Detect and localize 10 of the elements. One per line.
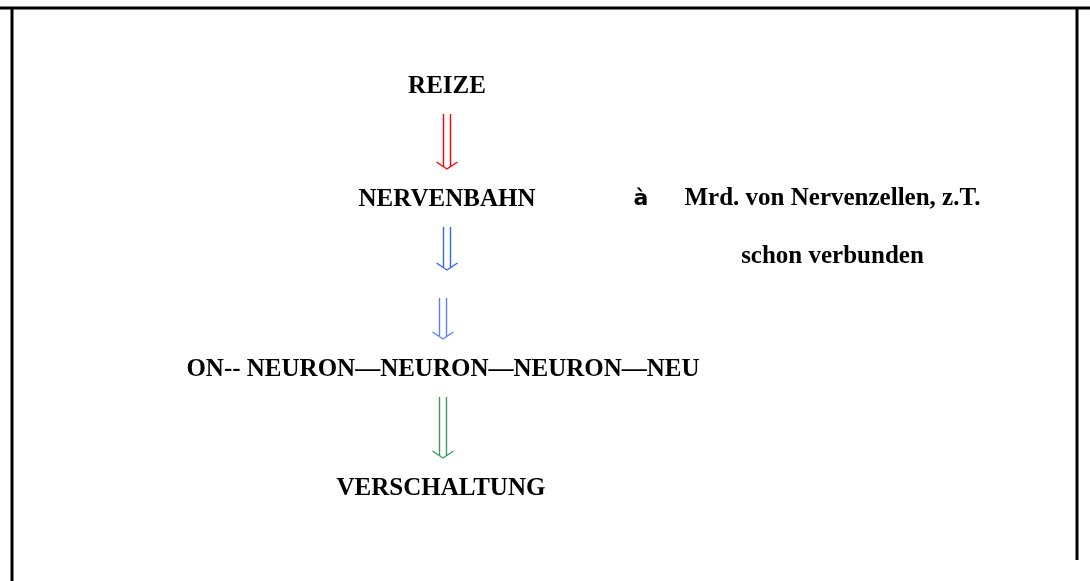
node-label: NERVENBAHN xyxy=(358,183,536,213)
node-label: ON-- NEURON—NEURON—NEURON—NEU xyxy=(186,353,700,383)
double-arrow xyxy=(435,226,459,271)
double-arrow xyxy=(435,113,459,170)
arrow-symbol: à xyxy=(632,184,650,212)
side-note: Mrd. von Nervenzellen, z.T. schon verbunden xyxy=(683,182,982,270)
node-label: VERSCHALTUNG xyxy=(336,472,546,502)
double-arrow xyxy=(431,297,455,340)
double-arrow xyxy=(431,396,455,459)
node-label: REIZE xyxy=(408,70,486,100)
